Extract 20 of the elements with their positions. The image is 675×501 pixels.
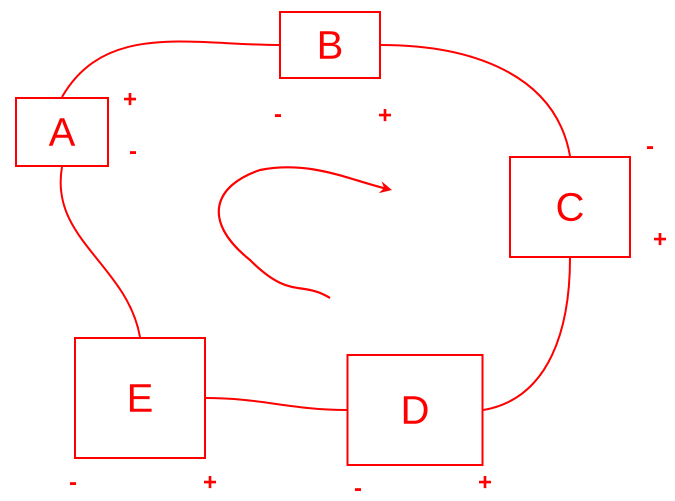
wire <box>483 258 571 411</box>
wire <box>206 397 347 411</box>
component-box: E <box>74 337 206 459</box>
wire <box>61 40 280 98</box>
wire <box>380 44 571 156</box>
polarity-sign: + <box>479 476 492 488</box>
polarity-sign: + <box>204 476 216 488</box>
polarity-sign: - <box>274 114 282 118</box>
polarity-sign: - <box>646 146 654 150</box>
polarity-sign: + <box>654 232 666 246</box>
component-box: D <box>346 354 484 466</box>
polarity-sign: - <box>70 482 76 486</box>
component-box: C <box>509 156 631 258</box>
polarity-sign: - <box>130 151 136 154</box>
polarity-sign: + <box>379 108 392 122</box>
polarity-sign: - <box>354 488 362 492</box>
component-box: A <box>15 97 109 167</box>
wire <box>60 166 141 338</box>
polarity-sign: + <box>124 92 136 106</box>
component-box: B <box>279 11 381 79</box>
